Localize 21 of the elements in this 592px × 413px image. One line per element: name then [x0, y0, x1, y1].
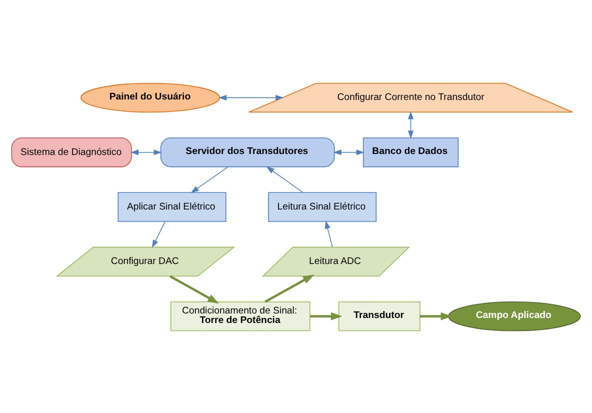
arrow [218, 94, 284, 100]
node-box: Sistema de Diagnóstico [11, 136, 132, 167]
node-ellipse: Campo Aplicado [448, 300, 581, 331]
node-box: Banco de Dados [362, 136, 459, 167]
arrow [152, 220, 166, 248]
arrow [266, 166, 304, 192]
node-box: Servidor dos Transdutores [160, 136, 335, 167]
arrow [130, 149, 162, 155]
node-box: Leitura Sinal Elétrico [268, 192, 377, 222]
node-box: Aplicar Sinal Elétrico [118, 192, 226, 222]
arrow [264, 274, 314, 302]
arrow [420, 312, 452, 320]
arrow [324, 220, 333, 247]
node-box: Transdutor [338, 300, 420, 331]
arrow [310, 312, 342, 320]
arrow [190, 166, 228, 193]
arrow [170, 274, 219, 304]
arrow [408, 110, 414, 138]
arrow [333, 149, 364, 155]
node-ellipse: Painel do Usuário [80, 82, 220, 112]
node-box: Condicionamento de Sinal: Torre de Potência [170, 300, 310, 331]
